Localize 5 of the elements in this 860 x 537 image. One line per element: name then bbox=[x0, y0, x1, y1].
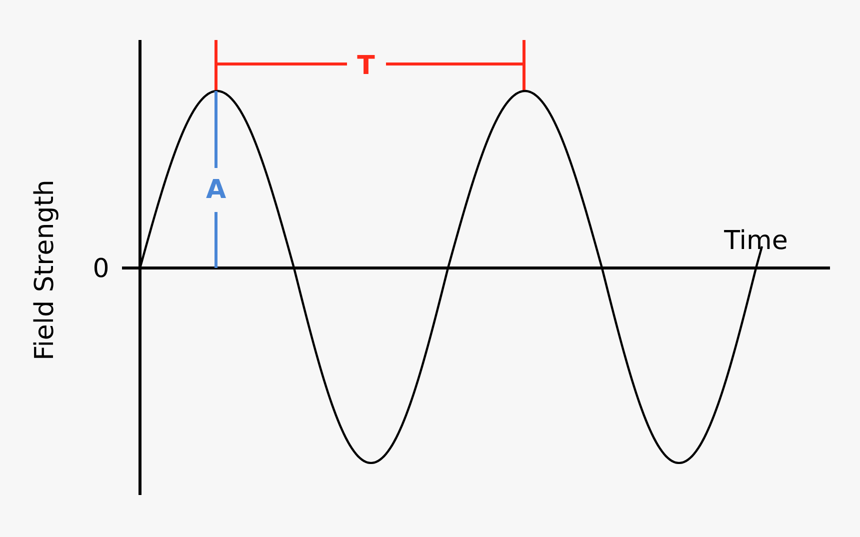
amplitude-label: A bbox=[206, 177, 226, 203]
period-label: T bbox=[357, 53, 375, 79]
axis-tick-label: 0 bbox=[92, 256, 110, 282]
axis-title: Field Strength bbox=[32, 180, 58, 360]
axis-title: Time bbox=[724, 228, 788, 254]
